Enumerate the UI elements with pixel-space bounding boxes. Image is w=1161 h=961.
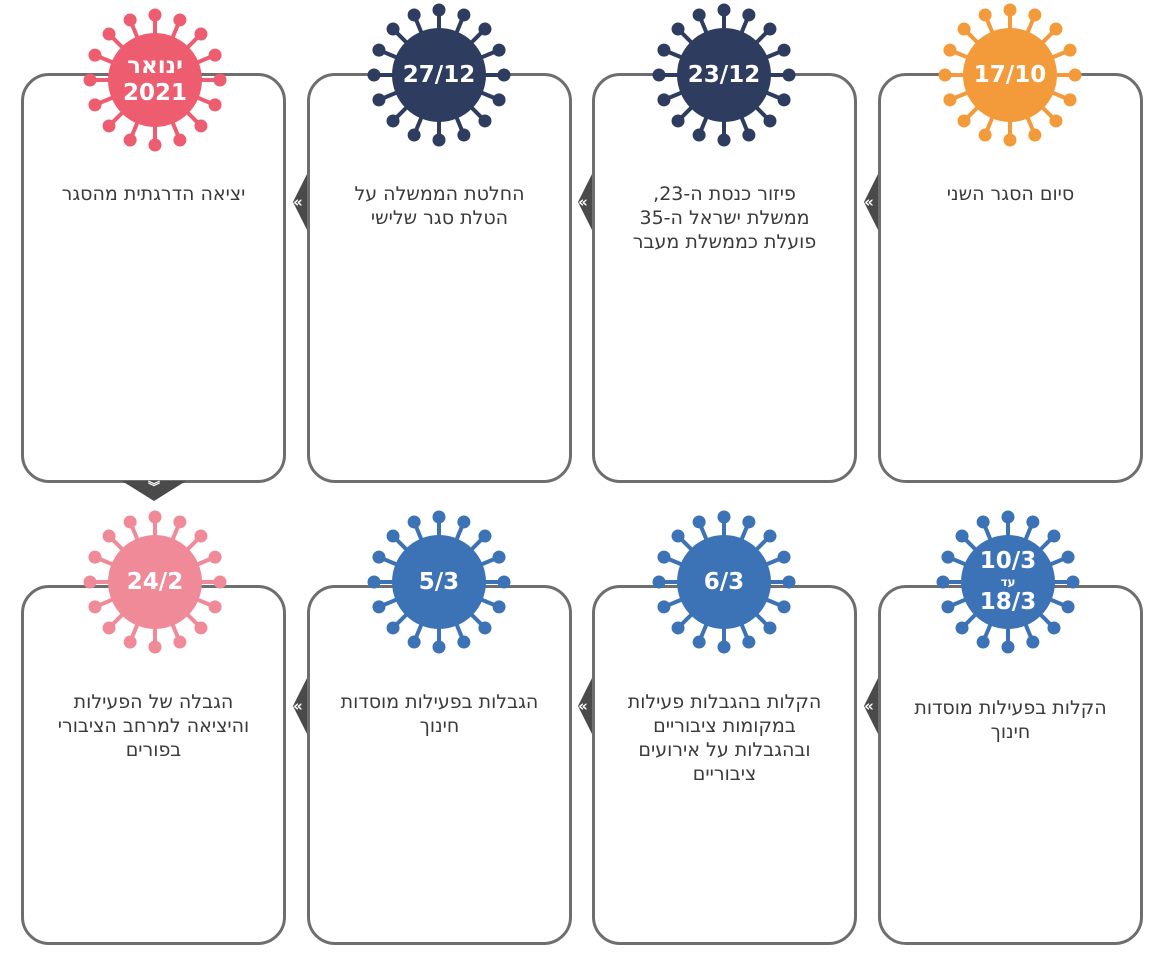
date-label: 10/3 עד 18/3 [933, 507, 1083, 657]
date-label: 24/2 [80, 507, 230, 657]
date-line: עד [1000, 575, 1016, 589]
date-line: 2021 [122, 80, 187, 106]
arrow-glyph: « [578, 697, 588, 715]
virus-icon [938, 3, 1082, 147]
down-glyph: ︾ [147, 480, 160, 494]
date-label: 27/12 [364, 0, 514, 150]
arrow-glyph: « [864, 193, 874, 211]
date-line: 10/3 [979, 548, 1037, 574]
virus-icon [367, 3, 511, 147]
arrow-glyph: « [578, 193, 588, 211]
date-line: 5/3 [418, 568, 460, 595]
arrow-glyph: « [293, 193, 303, 211]
virus-badge-1: 17/10 [935, 0, 1085, 150]
virus-badge-7: 5/3 [364, 507, 514, 657]
date-label: ינואר 2021 [80, 5, 230, 155]
virus-icon [936, 510, 1080, 654]
date-line: 18/3 [979, 589, 1037, 615]
date-line: 24/2 [126, 568, 184, 595]
date-line: 27/12 [402, 61, 476, 88]
date-line: 23/12 [687, 61, 761, 88]
event-text: סיום הסגר השני [946, 183, 1075, 205]
date-label: 6/3 [649, 507, 799, 657]
virus-badge-8: 24/2 [80, 507, 230, 657]
virus-icon [367, 510, 511, 654]
date-line: ינואר [127, 53, 183, 79]
virus-icon [83, 510, 227, 654]
virus-icon [83, 8, 227, 152]
date-label: 5/3 [364, 507, 514, 657]
date-line: 17/10 [973, 61, 1047, 88]
event-text: יציאה הדרגתית מהסגר [61, 183, 246, 205]
arrow-glyph: « [864, 697, 874, 715]
virus-icon [652, 3, 796, 147]
virus-badge-2: 23/12 [649, 0, 799, 150]
date-line: 6/3 [703, 568, 745, 595]
virus-badge-4: ינואר 2021 [80, 5, 230, 155]
arrow-glyph: « [293, 697, 303, 715]
virus-badge-5: 10/3 עד 18/3 [933, 507, 1083, 657]
virus-badge-6: 6/3 [649, 507, 799, 657]
virus-icon [652, 510, 796, 654]
date-label: 17/10 [935, 0, 1085, 150]
date-label: 23/12 [649, 0, 799, 150]
virus-badge-3: 27/12 [364, 0, 514, 150]
